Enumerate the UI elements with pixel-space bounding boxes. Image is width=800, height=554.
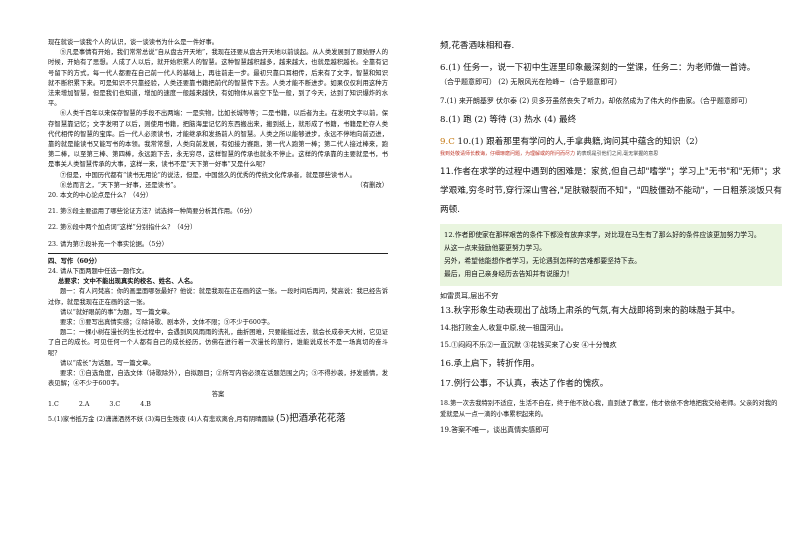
para-5: ⑤凡是事情有开始，我们常常总说“自从盘古开天地”，我现在还要从盘古开天地以前谈起… xyxy=(48,49,388,108)
question-22: 22. 第⑥段中两个加点词“这样”分别指什么？（4分） xyxy=(48,224,197,232)
answer-14: 14.指打败金人,收复中原,统一祖国河山。 xyxy=(440,324,568,332)
answer-3: 3.C xyxy=(109,400,121,408)
answer-9-10: 9.C 10.(1) 跟着那里有学问的人,手拿典籍,询问其中蕴含的知识（2） xyxy=(440,134,782,150)
answer-6b: （合乎题意即可） (2) 无限风光在险峰~（合乎题意即可） xyxy=(440,78,622,86)
answer-13: 13.秋字形象生动表现出了战场上肃杀的气氛,有大战即将到来的韵味融于其中。 xyxy=(440,306,740,316)
answer-5-cont: 频,花香酒味相和春. xyxy=(440,41,515,51)
answer-10-note: 我到处敬请师长教诲，仔细琢磨问题，为理解或的所问而尽力 的表现是引他们之间,毫无… xyxy=(440,150,782,157)
right-column: 频,花香酒味相和春. 6.(1) 任务一，说一下初中生涯里印象最深刻的一堂课，任… xyxy=(440,38,782,437)
answer-8: 8.(1) 跑 (2) 等待 (3) 热水 (4) 最终 xyxy=(440,115,577,125)
answer-12c: 另外，希望他能想作者学习，无论遇到怎样的苦难都要坚持下去。 xyxy=(444,257,642,265)
topic1-line: 题一：有人问梵高：你的画里面哪张最好？他说：就是我现在正在画的这一张。一段时间后… xyxy=(48,288,388,306)
answer-5-tail: (5)把酒承花花落 xyxy=(276,412,346,424)
answer-17: 17.例行公事，不认真，表达了作者的愧疚。 xyxy=(440,379,609,389)
answer-16: 16.承上启下，转折作用。 xyxy=(440,359,540,369)
answer-10-note-b: 的表现是引他们之间,毫无掌握的意思 xyxy=(576,151,659,157)
topic1-req: 要求：①要写出真情实感；②除诗歌、剧本外，文体不限；③不少于600字。 xyxy=(60,319,274,327)
para-7: ⑦但是，中国历代都有“读书无用论”的说法，但是，中国悠久的优秀的传统文化传承者，… xyxy=(60,171,357,179)
answer-15: 15.①闷闷不乐②一直沉默 ③花钱买来了心安 ④十分愧疚 xyxy=(440,341,617,349)
answer-6: 6.(1) 任务一，说一下初中生涯里印象最深刻的一堂课，任务二：为老师做一首诗。 xyxy=(440,63,756,73)
answer-12: 12.作者即使家在那样艰苦的条件下都没有放弃求学，对比现在马生有了那么好的条件应… xyxy=(444,231,761,239)
para-8-row: ⑧总而言之，“天下第一好事，还是读书”。 （有删改） xyxy=(48,181,388,191)
answer-9: 9.C xyxy=(440,137,455,147)
answer-12b: 从这一点来鼓励他要更努力学习。 xyxy=(444,244,546,252)
question-24: 24. 请从下面两题中任选一题作文。 xyxy=(48,268,149,276)
answer-18: 18.第一次去我特别不适应，生活不自在，终于他不放心我，直到进了教室，他才依依不… xyxy=(440,400,778,418)
para-intro: 现在就谈一谈我个人的认识，谈一谈读书为什么是一件好事。 xyxy=(48,39,219,46)
answer-4: 4.B xyxy=(140,400,151,408)
para-8: ⑧总而言之，“天下第一好事，还是读书”。 xyxy=(60,181,180,189)
answers-1-4: 1.C 2.A 3.C 4.B xyxy=(48,400,388,410)
answer-2: 2.A xyxy=(78,400,90,408)
answer-5: 5.(1)家书抵万金 (2)潇潇洒然不妖 (3)海日生残夜 (4)人有悲欢离合,… xyxy=(48,412,388,425)
answer-1: 1.C xyxy=(48,400,59,408)
topic2-line: 题二：一棵小树在漫长的生长过程中，会遇到风风雨雨的洗礼，曲折困难，只要能挺过去，… xyxy=(48,329,388,357)
answer-12d: 最后，用自己亲身经历去告知并有说服力！ xyxy=(444,270,574,278)
phrase-line: 如雷贯耳,层出不穷 xyxy=(440,292,499,300)
question-21: 21. 第⑤段主要运用了哪些论证方法？试选择一种简要分析其作用。（6分） xyxy=(48,208,257,216)
answer-5-text: 5.(1)家书抵万金 (2)潇潇洒然不妖 (3)海日生残夜 (4)人有悲欢离合,… xyxy=(48,415,275,423)
section-writing: 四、写作（60分） xyxy=(48,257,101,265)
source-note: （有删改） xyxy=(356,181,388,189)
topic1-title: 请以“就好眼前的事”为题，写一篇文章。 xyxy=(60,308,174,316)
left-column: 现在就谈一谈我个人的认识，谈一谈读书为什么是一件好事。 ⑤凡是事情有开始，我们常… xyxy=(48,38,388,425)
answer-10: 10.(1) 跟着那里有学问的人,手拿典籍,询问其中蕴含的知识（2） xyxy=(457,137,704,147)
writing-notice: 总要求：文中不能出现真实的校名、姓名、人名。 xyxy=(58,278,197,286)
divider xyxy=(48,252,388,254)
topic2-title: 请以“成长”为话题，写一篇文章。 xyxy=(60,359,155,367)
answer-title: 答案 xyxy=(211,390,225,398)
question-23: 23. 请为第⑦段补充一个事实论据。（5分） xyxy=(48,240,168,248)
answer-7: 7.(1) 来开朗基罗 伏尔泰 (2) 贝多芬虽然丧失了听力，却依然成为了伟大的… xyxy=(440,97,752,105)
answer-12-box: 12.作者即使家在那样艰苦的条件下都没有放弃求学，对比现在马生有了那么好的条件应… xyxy=(440,224,782,286)
answer-10-note-a: 我到处敬请师长教诲，仔细琢磨问题，为理解或的所问而尽力 xyxy=(440,151,576,157)
topic2-req: 要求：①自选角度，自选文体（诗歌除外），自拟题目；②所写内容必须在话题范围之内；… xyxy=(48,370,388,388)
question-20: 20. 本文的中心论点是什么？（4分） xyxy=(48,192,153,200)
answer-11: 11.作者在求学的过程中遇到的困难是：家贫,但自己却"嗜学"；学习上"无书"和"… xyxy=(440,167,782,215)
para-6: ⑥人类千百年以来保存智慧的手段不出两端：一是实物，比如长城等等；二是书籍，以后者… xyxy=(48,110,388,169)
answer-19: 19.答案不唯一，谈出真情实感即可 xyxy=(440,426,550,434)
